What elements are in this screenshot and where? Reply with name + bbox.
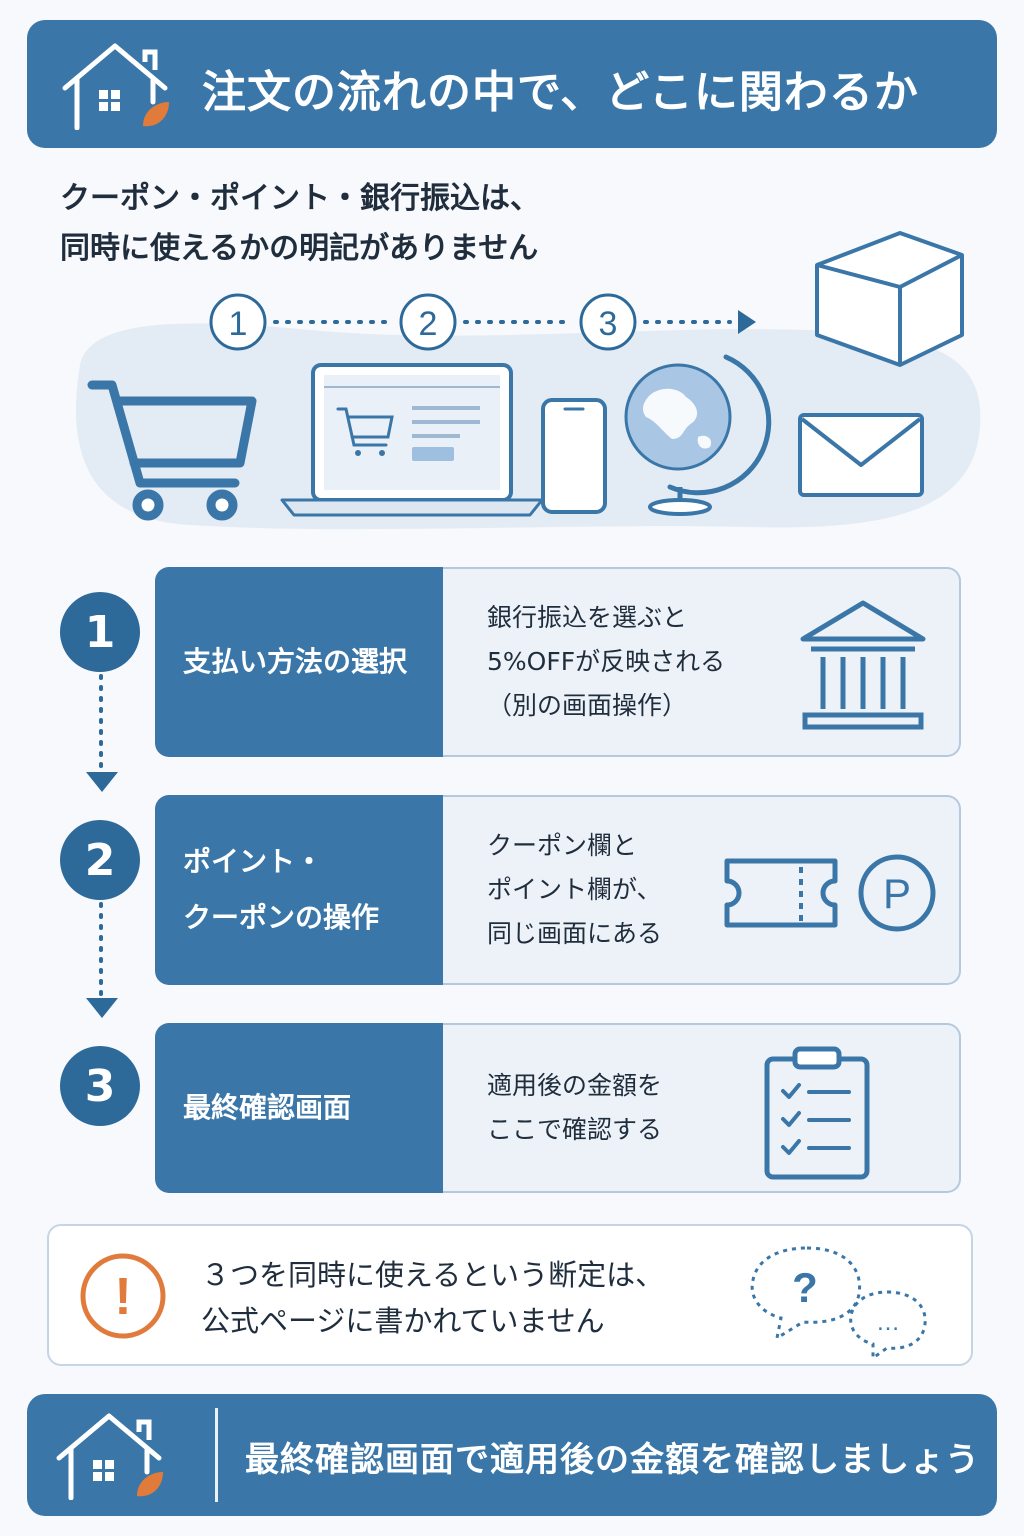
intro-line-2: 同時に使えるかの明記がありません [60,231,539,266]
step-1-title: 支払い方法の選択 [155,567,445,757]
laptop-icon [280,363,544,517]
step-1-desc-line-2: 5%OFFが反映される [487,647,726,676]
intro-line-1: クーポン・ポイント・銀行振込は、 [60,181,540,216]
globe-icon [624,354,772,516]
note-line-1: ３つを同時に使えるという断定は、 [201,1258,665,1292]
warning-note: ! ３つを同時に使えるという断定は、 公式ページに書かれていません ? … [47,1224,973,1366]
step-2-desc-line-1: クーポン欄と [487,831,638,860]
flow-marker-1-label: 1 [229,305,248,343]
step-3-card: 最終確認画面 適用後の金額を ここで確認する [155,1023,961,1193]
footer-text: 最終確認画面で適用後の金額を確認しましょう [245,1440,980,1480]
step-1-description: 銀行振込を選ぶと 5%OFFが反映される （別の画面操作） [487,596,725,728]
flow-marker-2-label: 2 [419,305,438,343]
step-connector-2 [99,902,103,1002]
point-symbol: P [883,870,911,917]
step-1-desc-line-3: （別の画面操作） [487,691,688,720]
page-title: 注文の流れの中で、どこに関わるか [202,67,919,118]
house-icon [62,43,169,130]
order-flow-illustration: 1 2 3 [75,231,981,530]
question-mark: ? [792,1264,818,1311]
step-2-title: ポイント・ クーポンの操作 [155,795,445,985]
flow-marker-2: 2 [399,293,457,351]
step-1-desc-line-1: 銀行振込を選ぶと [487,603,688,632]
step-number-3: 3 [60,1046,140,1126]
step-1-detail: 銀行振込を選ぶと 5%OFFが反映される （別の画面操作） [443,567,961,757]
clipboard-icon [764,1046,870,1180]
note-line-2: 公式ページに書かれていません [201,1304,605,1338]
step-1-title-line-1: 支払い方法の選択 [183,645,408,678]
step-2-description: クーポン欄と ポイント欄が、 同じ画面にある [487,824,662,956]
footer-banner: 最終確認画面で適用後の金額を確認しましょう [27,1394,997,1516]
step-number-2: 2 [60,820,140,900]
flow-marker-3: 3 [579,293,637,351]
exclamation-icon: ! [80,1253,166,1339]
bank-icon [800,600,926,730]
ellipsis: … [876,1309,900,1336]
note-text: ３つを同時に使えるという断定は、 公式ページに書かれていません [201,1252,664,1344]
flow-arrow-icon [738,310,756,334]
shopping-cart-icon [87,380,257,521]
step-3-desc-line-1: 適用後の金額を [487,1071,663,1100]
step-2-card: ポイント・ クーポンの操作 クーポン欄と ポイント欄が、 同じ画面にある P [155,795,961,985]
envelope-icon [798,413,924,497]
ticket-icon [724,858,838,928]
flow-marker-3-label: 3 [599,305,618,343]
speech-bubbles-icon: ? … [750,1246,927,1360]
footer-divider [215,1408,218,1502]
step-2-desc-line-3: 同じ画面にある [487,919,663,948]
step-3-detail: 適用後の金額を ここで確認する [443,1023,961,1193]
step-2-title-line-1: ポイント・ [183,845,324,878]
step-3-desc-line-2: ここで確認する [487,1115,663,1144]
step-1-card: 支払い方法の選択 銀行振込を選ぶと 5%OFFが反映される （別の画面操作） [155,567,961,757]
step-arrow-1-icon [86,772,118,792]
step-2-detail: クーポン欄と ポイント欄が、 同じ画面にある P [443,795,961,985]
exclamation-mark: ! [114,1268,131,1326]
step-3-title-line-1: 最終確認画面 [183,1091,352,1124]
step-number-1: 1 [60,592,140,672]
point-icon: P [858,854,936,932]
header-banner: 注文の流れの中で、どこに関わるか [27,20,997,148]
step-2-title-line-2: クーポンの操作 [183,901,380,934]
footer-house-icon [56,1413,163,1500]
step-3-description: 適用後の金額を ここで確認する [487,1064,662,1152]
step-3-title: 最終確認画面 [155,1023,445,1193]
smartphone-icon [541,398,607,514]
intro-text: クーポン・ポイント・銀行振込は、 同時に使えるかの明記がありません [60,174,540,274]
step-2-desc-line-2: ポイント欄が、 [487,875,662,904]
flow-marker-1: 1 [209,293,267,351]
step-connector-1 [99,674,103,774]
step-arrow-2-icon [86,998,118,1018]
